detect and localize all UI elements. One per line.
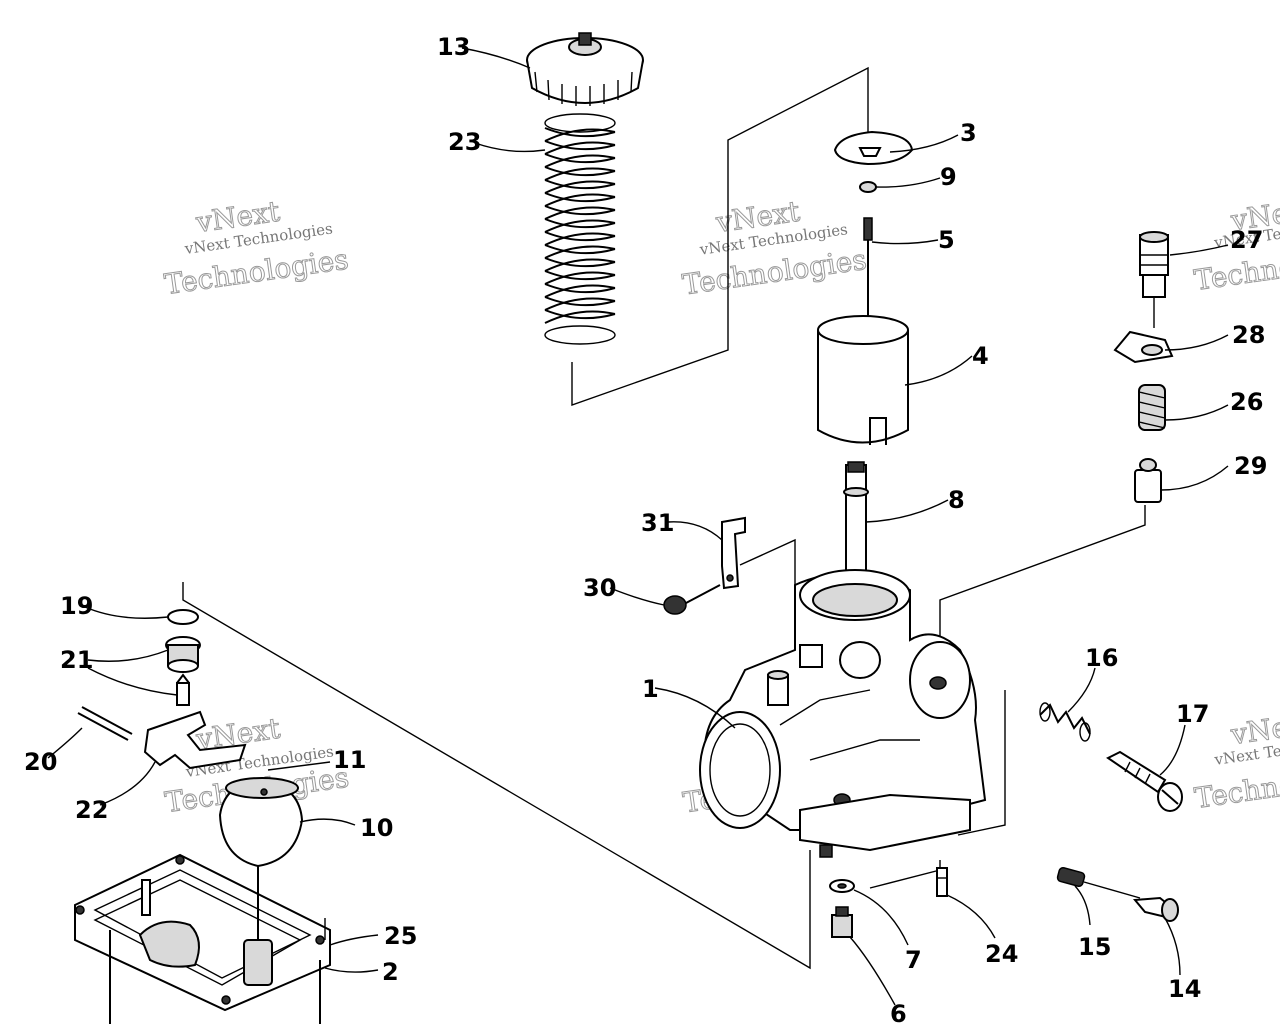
part-21-needle-seat <box>165 636 201 706</box>
callout-13: 13 <box>437 33 470 61</box>
part-2-float-bowl <box>74 853 331 1024</box>
part-5-needle <box>863 217 873 330</box>
callout-4: 4 <box>972 342 989 370</box>
callout-9: 9 <box>940 163 957 191</box>
callout-26: 26 <box>1230 388 1263 416</box>
part-28-washer-plate <box>1113 330 1174 364</box>
watermark-center: vNext vNext Technologies Technologies <box>680 194 869 302</box>
part-11-pin <box>267 761 331 771</box>
callout-30: 30 <box>583 574 616 602</box>
part-6-main-jet <box>831 906 853 938</box>
callout-3: 3 <box>960 119 977 147</box>
callout-20: 20 <box>24 748 57 776</box>
callout-labels: 13 23 3 9 5 4 8 31 30 27 28 26 29 1 16 1… <box>24 33 1267 1024</box>
callout-2: 2 <box>382 958 399 986</box>
callout-28: 28 <box>1232 321 1265 349</box>
callout-10: 10 <box>360 814 393 842</box>
part-13-cap <box>526 32 644 106</box>
callout-17: 17 <box>1176 700 1209 728</box>
guide-line-idle-screw <box>957 690 1006 836</box>
callout-15: 15 <box>1078 933 1111 961</box>
callout-8: 8 <box>948 486 965 514</box>
callout-21: 21 <box>60 646 93 674</box>
callout-19: 19 <box>60 592 93 620</box>
callout-11: 11 <box>333 746 366 774</box>
callout-5: 5 <box>938 226 955 254</box>
callout-25: 25 <box>384 922 417 950</box>
part-19-o-ring <box>167 609 199 625</box>
callout-29: 29 <box>1234 452 1267 480</box>
part-16-spring <box>1039 702 1091 742</box>
callout-7: 7 <box>905 946 922 974</box>
part-15-spring <box>1056 867 1141 899</box>
part-4-throttle-slide <box>817 315 909 445</box>
part-20-pin <box>77 706 133 741</box>
callout-31: 31 <box>641 509 674 537</box>
watermark-left: vNext vNext Technologies Technologies <box>162 194 351 301</box>
guide-line-float-bowl <box>182 582 811 970</box>
callout-16: 16 <box>1085 644 1118 672</box>
part-10-float <box>218 777 304 868</box>
part-27-housing <box>1139 231 1169 328</box>
guide-line-spring-cap <box>571 66 869 406</box>
callout-22: 22 <box>75 796 108 824</box>
part-14-screw <box>1132 896 1179 922</box>
part-31-bracket <box>721 516 746 590</box>
callout-6: 6 <box>890 1000 907 1024</box>
guide-line-bracket <box>739 538 796 650</box>
callout-14: 14 <box>1168 975 1201 1003</box>
part-23-spring <box>544 113 616 345</box>
part-8-needle-jet <box>843 461 869 610</box>
part-3-clip-plate <box>833 130 914 166</box>
callout-27: 27 <box>1230 226 1263 254</box>
part-9-e-clip <box>859 181 877 193</box>
part-17-idle-screw <box>1106 750 1183 812</box>
part-30-screw <box>663 584 721 615</box>
callout-23: 23 <box>448 128 481 156</box>
part-22-float-arm <box>143 710 247 770</box>
leader-lines <box>47 47 1229 1006</box>
part-7-washer <box>829 879 855 893</box>
part-1-carburetor-body <box>699 569 987 858</box>
part-26-spring <box>1138 384 1166 431</box>
callout-1: 1 <box>642 675 659 703</box>
part-29-plunger <box>1134 458 1162 503</box>
part-24-jet <box>936 867 948 897</box>
callout-24: 24 <box>985 940 1018 968</box>
guide-line-bottom <box>869 860 941 889</box>
